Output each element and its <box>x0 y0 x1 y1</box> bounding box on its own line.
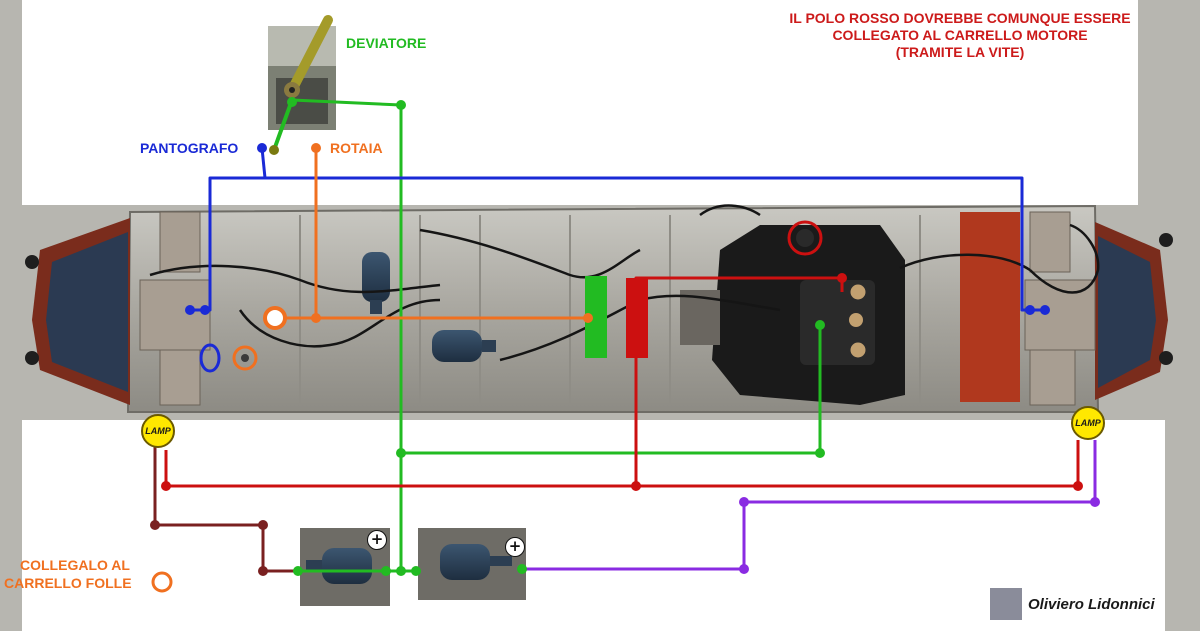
note-line-1: IL POLO ROSSO DOVREBBE COMUNQUE ESSERE <box>789 10 1131 26</box>
blue-marker-circle <box>199 343 221 373</box>
capacitor-external-2 <box>418 528 526 600</box>
capacitor-internal-1 <box>362 252 390 314</box>
pantografo-label: PANTOGRAFO <box>140 140 239 156</box>
screw-marker-circle <box>787 220 823 256</box>
collegalo-label-line2: CARRELLO FOLLE <box>4 575 132 591</box>
red-terminal-bar <box>626 278 648 358</box>
motor <box>680 225 905 405</box>
rotaia-label: ROTAIA <box>330 140 383 156</box>
wire-green-switch-arm <box>272 99 294 151</box>
deviatore-switch <box>268 15 336 130</box>
carrello-folle-marker <box>151 571 173 593</box>
wire-red-bottom <box>164 440 1080 488</box>
lamp-right: LAMP <box>1071 406 1105 440</box>
note-line-3: (TRAMITE LA VITE) <box>895 44 1025 60</box>
deviatore-label: DEVIATORE <box>346 35 427 51</box>
author-signature: Oliviero Lidonnici <box>1028 596 1155 613</box>
note-polo-rosso: IL POLO ROSSO DOVREBBE COMUNQUE ESSERE C… <box>770 10 1150 61</box>
capacitor-internal-2 <box>432 330 496 362</box>
note-line-2: COLLEGATO AL CARRELLO MOTORE <box>832 27 1088 43</box>
green-terminal-bar <box>585 276 607 358</box>
plus-sign-left: + <box>367 530 387 550</box>
junction-dots <box>150 97 1100 576</box>
red-block <box>960 212 1020 402</box>
lamp-left: LAMP <box>141 414 175 448</box>
author-logo <box>990 588 1022 620</box>
collegalo-label-line1: COLLEGALO AL <box>20 557 130 573</box>
plus-sign-right: + <box>505 537 525 557</box>
orange-marker-circle <box>232 345 258 371</box>
